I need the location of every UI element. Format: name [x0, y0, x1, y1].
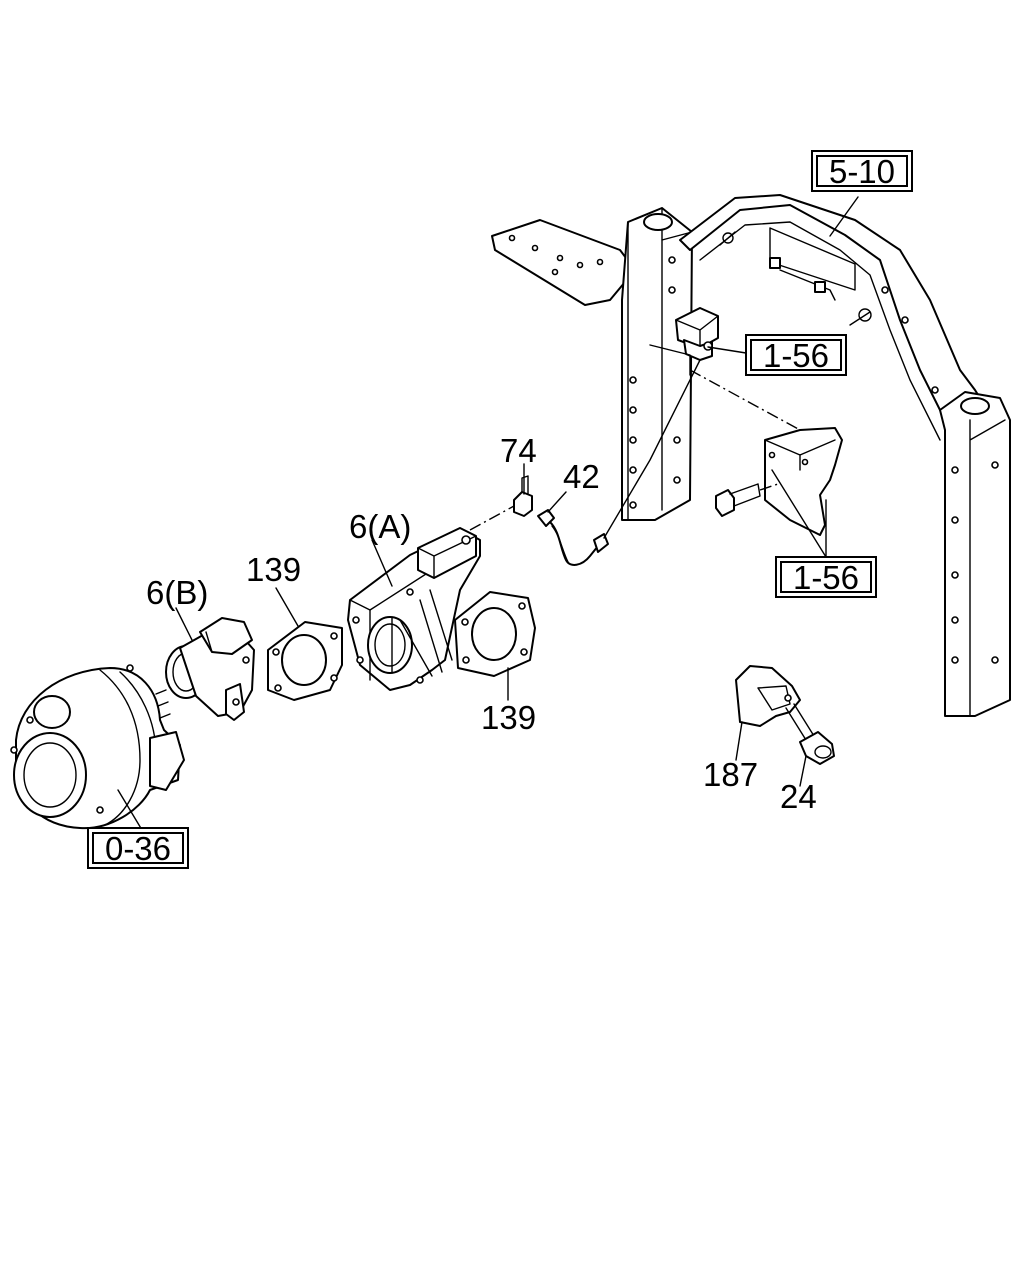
ref-label-1-56-top: 1-56 — [763, 337, 829, 374]
solenoid-valve — [649, 307, 719, 376]
assembly-line-shield — [689, 369, 801, 431]
ref-box-5-10[interactable]: 5-10 — [811, 150, 913, 192]
heat-shield-bracket — [715, 427, 843, 536]
ref-label-5-10: 5-10 — [829, 153, 895, 190]
connector-74 — [513, 475, 533, 517]
callout-74: 74 — [500, 432, 537, 469]
ref-label-1-56-bottom: 1-56 — [793, 559, 859, 596]
leader-lines — [117, 196, 859, 831]
callout-6a: 6(A) — [349, 508, 411, 545]
assembly-line-pipe — [603, 359, 701, 539]
callout-139-left: 139 — [246, 551, 301, 588]
callout-24: 24 — [780, 778, 817, 815]
callout-42: 42 — [563, 458, 600, 495]
callout-187: 187 — [703, 756, 758, 793]
ref-box-1-56-bottom[interactable]: 1-56 — [775, 556, 877, 598]
shield-187 — [735, 665, 801, 727]
pipe-42 — [537, 509, 609, 566]
callout-139-right: 139 — [481, 699, 536, 736]
bolt-24 — [785, 703, 835, 765]
exhaust-brake-valve-6b — [165, 617, 255, 721]
gasket-139-left — [267, 621, 343, 701]
chassis-frame — [491, 194, 1011, 717]
turbocharger — [10, 664, 185, 830]
ref-label-0-36: 0-36 — [105, 830, 171, 867]
ref-box-1-56-top[interactable]: 1-56 — [745, 334, 847, 376]
ref-box-0-36[interactable]: 0-36 — [87, 827, 189, 869]
gasket-139-right — [454, 591, 536, 677]
exhaust-brake-valve-6a — [347, 527, 481, 691]
assembly-line-74 — [469, 505, 515, 531]
callout-6b: 6(B) — [146, 574, 208, 611]
